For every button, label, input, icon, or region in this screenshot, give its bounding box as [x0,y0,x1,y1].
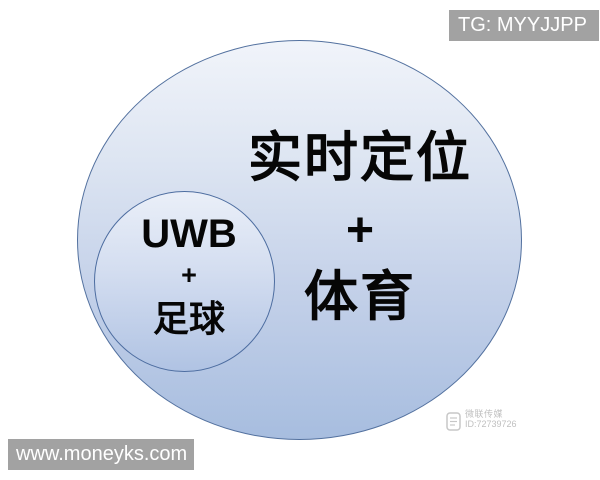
outer-circle-label-line1: 实时定位 [248,128,472,188]
inner-circle [94,191,275,372]
outer-circle-plus-sign: + [345,204,375,257]
inner-circle-plus-sign: + [181,260,197,290]
outer-circle-label-line2: 体育 [304,267,416,327]
publisher-watermark: 微联传媒 ID:72739726 [446,409,517,436]
telegram-watermark-badge: TG: MYYJJPP [449,10,599,41]
inner-circle-label-line2: 足球 [152,298,225,339]
publisher-name: 微联传媒 [465,409,504,419]
inner-circle-label-line1: UWB [141,212,237,256]
publisher-id: ID:72739726 [465,419,517,429]
seal-document-icon [446,412,461,436]
website-watermark-badge: www.moneyks.com [8,439,194,470]
